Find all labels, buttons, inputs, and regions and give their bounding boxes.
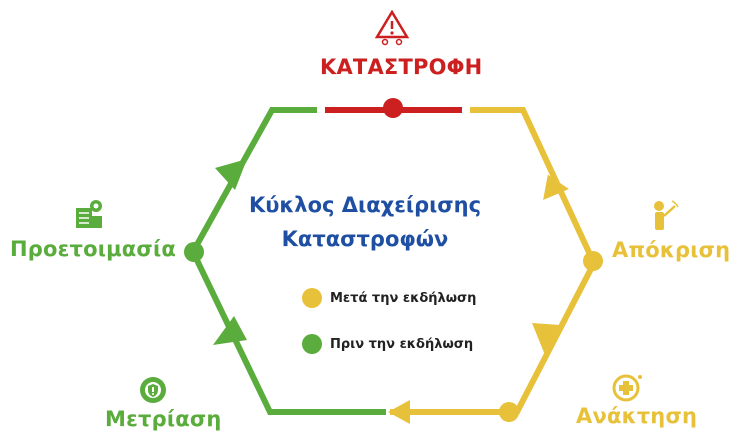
legend-before-event: Πριν την εκδήλωση	[302, 334, 473, 354]
response-arrow-icon	[543, 174, 569, 200]
recovery-bottom-arrow-icon	[388, 400, 410, 424]
mitigation-arrow-icon	[213, 316, 247, 345]
preparedness-arrow-icon	[215, 159, 247, 190]
preparedness-segment	[191, 107, 317, 252]
recovery-node	[499, 402, 519, 422]
response-segment	[470, 107, 596, 263]
preparedness-label: Προετοιμασία	[10, 237, 176, 261]
legend-before-label: Πριν την εκδήλωση	[330, 336, 474, 352]
legend-after-event: Μετά την εκδήλωση	[302, 288, 476, 308]
diagram-title: Κύκλος Διαχείρισης Καταστροφών	[240, 188, 490, 256]
recovery-label: Ανάκτηση	[576, 404, 698, 428]
medical-cross-icon	[610, 372, 644, 409]
title-line-1: Κύκλος Διαχείρισης	[248, 193, 482, 217]
response-label: Απόκριση	[612, 238, 730, 262]
shield-gear-icon	[137, 374, 169, 411]
disaster-node	[383, 98, 403, 118]
warning-triangle-icon	[374, 9, 410, 51]
legend-after-dot	[302, 288, 322, 308]
disaster-label: ΚΑΤΑΣΤΡΟΦΗ	[320, 55, 483, 79]
recovery-right-arrow-icon	[532, 323, 560, 355]
firefighter-icon	[650, 198, 680, 237]
response-node	[583, 251, 603, 271]
legend-after-label: Μετά την εκδήλωση	[330, 290, 477, 306]
mitigation-label: Μετρίαση	[105, 407, 222, 431]
legend-before-dot	[302, 334, 322, 354]
checklist-gear-icon	[72, 198, 106, 237]
title-line-2: Καταστροφών	[281, 227, 449, 251]
mitigation-segment	[191, 252, 386, 415]
